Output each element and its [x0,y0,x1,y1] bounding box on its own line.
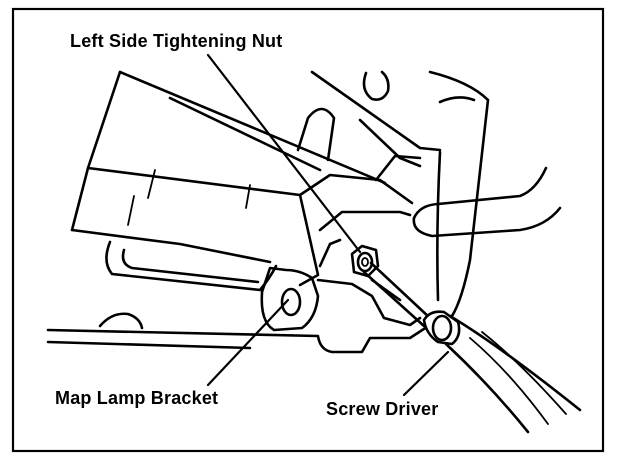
callout-screw-driver: Screw Driver [326,399,439,419]
leader-screwdriver [402,350,450,397]
screw-driver-drawing [362,261,582,434]
callout-left-side-tightening-nut: Left Side Tightening Nut [70,31,283,51]
leader-bracket [206,298,290,387]
callout-map-lamp-bracket: Map Lamp Bracket [55,388,219,408]
roof-panel [310,70,490,182]
tightening-nut [350,244,380,278]
diagram-frame [11,7,605,453]
leader-nut [206,53,362,254]
mounting-tab [296,107,336,162]
visor-rod [412,98,562,318]
console-housing [70,70,414,287]
